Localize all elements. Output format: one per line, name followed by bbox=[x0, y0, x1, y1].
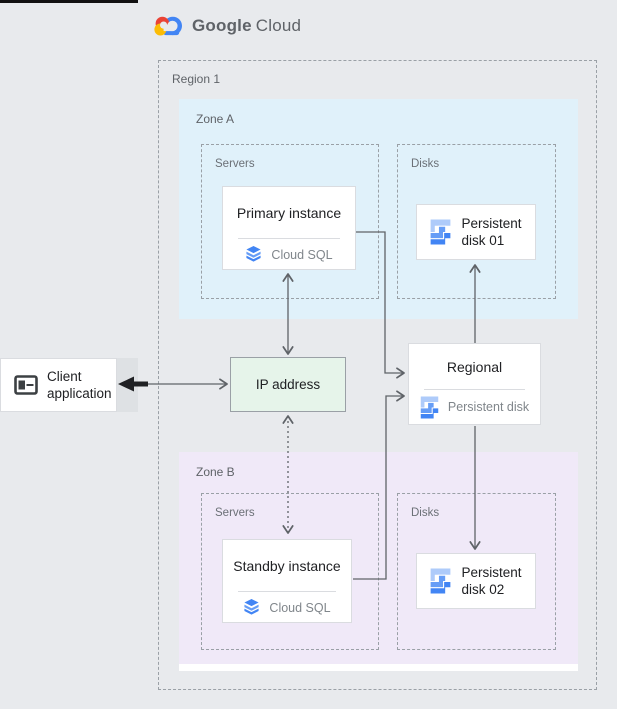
persistent-disk-02-label: Persistent disk 02 bbox=[461, 564, 521, 598]
cloud-sql-icon bbox=[246, 246, 262, 262]
disks-label: Disks bbox=[411, 507, 440, 519]
card-divider bbox=[238, 591, 336, 592]
cloud-sql-label: Cloud SQL bbox=[269, 600, 331, 615]
zone-a-servers-group: Servers Primary instance Cloud SQL bbox=[201, 144, 379, 299]
zone-a-disks-group: Disks Persistent disk 01 bbox=[397, 144, 556, 299]
standby-instance-title: Standby instance bbox=[233, 557, 341, 574]
primary-instance-title: Primary instance bbox=[236, 204, 342, 221]
persistent-disk-01-label: Persistent disk 01 bbox=[461, 215, 521, 249]
google-cloud-logo-icon bbox=[154, 16, 182, 36]
persistent-disk-icon bbox=[419, 395, 439, 419]
cloud-sql-label: Cloud SQL bbox=[271, 247, 333, 262]
standby-instance-card: Standby instance Cloud SQL bbox=[222, 539, 352, 623]
persistent-disk-icon bbox=[430, 219, 452, 245]
zone-b-label: Zone B bbox=[196, 465, 235, 479]
zone-b-container: Zone B Servers Standby instance Cloud SQ… bbox=[179, 452, 578, 671]
client-line1: Client bbox=[47, 369, 82, 384]
disks-label: Disks bbox=[411, 158, 440, 170]
regional-disk-product: Persistent disk bbox=[409, 390, 540, 424]
disk-02-line2: disk 02 bbox=[461, 582, 505, 597]
ip-address-label: IP address bbox=[255, 377, 321, 392]
servers-label: Servers bbox=[215, 507, 255, 519]
client-boundary-strip bbox=[117, 358, 138, 412]
zone-a-label: Zone A bbox=[196, 112, 235, 126]
zone-b-servers-group: Servers Standby instance Cloud SQL bbox=[201, 493, 379, 650]
servers-label: Servers bbox=[215, 158, 255, 170]
persistent-disk-icon bbox=[430, 568, 452, 594]
zone-b-disks-group: Disks Persistent disk 02 bbox=[397, 493, 556, 650]
brand-primary: Google bbox=[192, 15, 252, 35]
brand-secondary: Cloud bbox=[255, 15, 302, 35]
standby-instance-product: Cloud SQL bbox=[223, 592, 351, 623]
card-divider bbox=[424, 389, 525, 390]
disk-02-line1: Persistent bbox=[461, 565, 522, 580]
persistent-disk-01-card: Persistent disk 01 bbox=[416, 204, 536, 260]
cloud-sql-icon bbox=[244, 599, 260, 615]
region-label: Region 1 bbox=[172, 72, 221, 86]
persistent-disk-02-card: Persistent disk 02 bbox=[416, 553, 536, 609]
regional-disk-title: Regional bbox=[446, 358, 503, 375]
client-app-icon bbox=[14, 375, 38, 395]
regional-disk-card: Regional Persistent disk bbox=[408, 343, 541, 425]
disk-01-line1: Persistent bbox=[461, 216, 522, 231]
primary-instance-card: Primary instance Cloud SQL bbox=[222, 186, 356, 270]
disk-01-line2: disk 01 bbox=[461, 233, 505, 248]
client-application-label: Client application bbox=[47, 368, 112, 402]
client-application-card: Client application bbox=[0, 358, 117, 412]
primary-instance-product: Cloud SQL bbox=[223, 239, 355, 270]
ip-address-card: IP address bbox=[230, 357, 346, 412]
client-line2: application bbox=[47, 386, 112, 401]
zone-a-container: Zone A Servers Primary instance Cloud SQ… bbox=[179, 99, 578, 319]
card-divider bbox=[238, 238, 340, 239]
persistent-disk-label: Persistent disk bbox=[447, 400, 530, 414]
top-accent-bar bbox=[0, 0, 138, 3]
